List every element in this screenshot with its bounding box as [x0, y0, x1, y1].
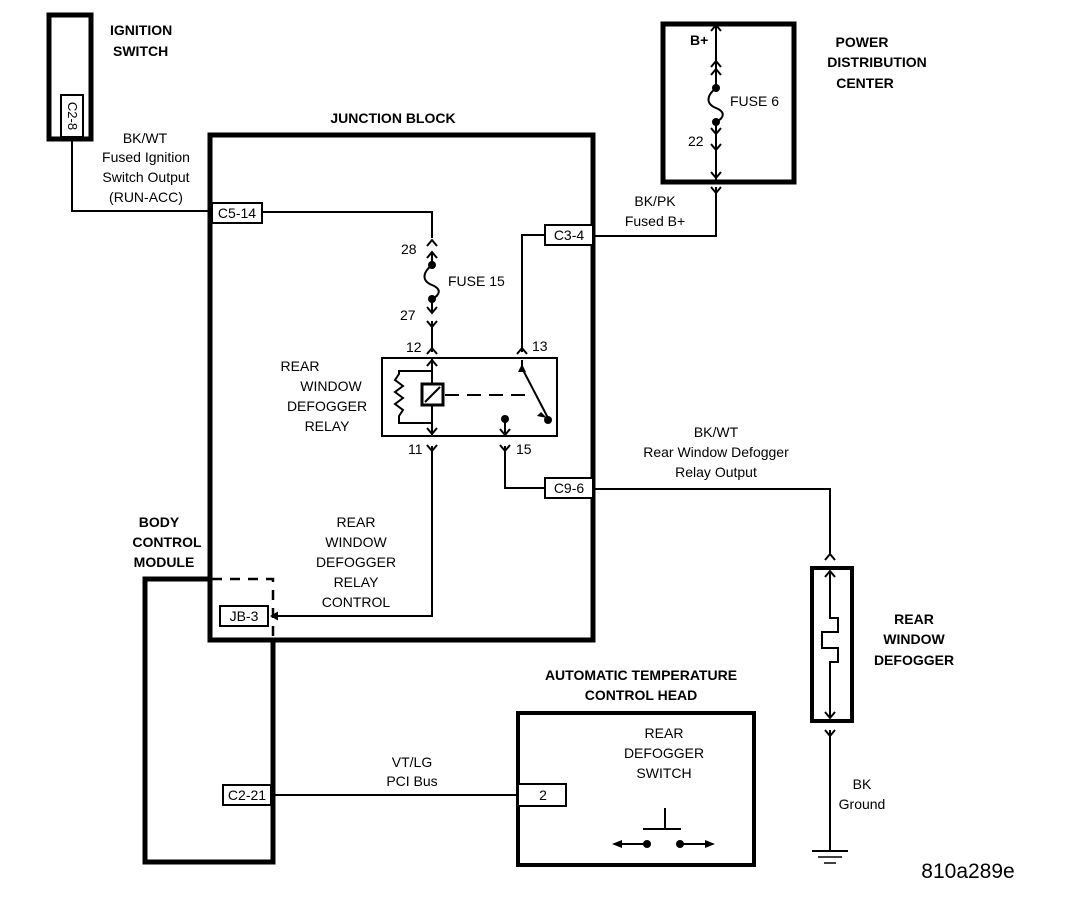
switch-label-1: REAR [645, 725, 684, 741]
atc-control-head: AUTOMATIC TEMPERATURE CONTROL HEAD 2 REA… [516, 667, 756, 867]
connector-c5-14-label: C5-14 [218, 205, 256, 221]
bcm-box [142, 576, 276, 865]
relay-pin-12: 12 [406, 339, 422, 355]
defogger-title-3: DEFOGGER [874, 652, 954, 668]
rear-defogger-switch-symbol [612, 808, 715, 848]
ignition-wire: BK/WT Fused Ignition Switch Output (RUN-… [71, 130, 210, 212]
pdc-title-3: CENTER [836, 75, 894, 91]
wire-pci-color: VT/LG [392, 754, 432, 770]
atc-title-1: AUTOMATIC TEMPERATURE [545, 667, 737, 683]
relay-label-1: REAR [281, 358, 320, 374]
connector-c2-21-label: C2-21 [228, 787, 266, 803]
wire-ignition-color: BK/WT [123, 130, 168, 146]
wire-ignition-desc-1: Fused Ignition [102, 149, 190, 165]
connector-c2-8-label: C2-8 [65, 102, 80, 130]
connector-c2-21 [222, 784, 272, 806]
body-control-module: BODY CONTROL MODULE JB-3 C2-21 [132, 514, 276, 865]
switch-label-3: SWITCH [636, 765, 691, 781]
wire-ground-color: BK [853, 776, 872, 792]
relay-switch-contact [544, 416, 552, 424]
relay-label-4: RELAY [305, 418, 351, 434]
defogger-title-2: WINDOW [883, 631, 945, 647]
connector-atc-2-label: 2 [539, 787, 547, 803]
fuse-15-symbol [423, 264, 440, 300]
control-label-3: DEFOGGER [316, 554, 396, 570]
relay-output-wire: BK/WT Rear Window Defogger Relay Output [593, 424, 836, 561]
battery-wire: BK/PK Fused B+ [594, 186, 722, 237]
pdc-title-2: DISTRIBUTION [827, 54, 927, 70]
control-label-2: WINDOW [325, 534, 387, 550]
defogger-box [810, 566, 854, 723]
wire-battery-desc: Fused B+ [625, 213, 685, 229]
relay-resistor [393, 370, 432, 424]
relay-pin-15: 15 [516, 441, 532, 457]
rear-window-defogger-relay: 12 13 REAR WINDOW DEFOGGER RELAY 11 [281, 338, 558, 457]
defogger-grid-symbol [821, 571, 839, 718]
wire-pci-desc: PCI Bus [386, 773, 437, 789]
ground-wire: BK Ground [812, 729, 886, 864]
rear-window-defogger: REAR WINDOW DEFOGGER [810, 566, 954, 723]
control-label-5: CONTROL [322, 594, 391, 610]
wire-output-color: BK/WT [694, 424, 739, 440]
control-label-1: REAR [337, 514, 376, 530]
bcm-title-1: BODY [139, 514, 180, 530]
fuse-15-pin-28: 28 [401, 241, 417, 257]
relay-pin-11: 11 [408, 441, 423, 457]
relay-box [381, 357, 558, 437]
junction-block-box [207, 132, 596, 643]
ignition-switch-title-2: SWITCH [113, 43, 168, 59]
fuse-15-pin-27: 27 [400, 307, 416, 323]
wire-battery-color: BK/PK [634, 193, 676, 209]
wire-ignition-desc-2: Switch Output [102, 169, 189, 185]
wire-output-desc-2: Relay Output [675, 464, 757, 480]
connector-c3-4-label: C3-4 [554, 227, 585, 243]
junction-block: JUNCTION BLOCK C5-14 28 27 FUSE 15 C3-4 … [207, 110, 596, 643]
pdc-pin-22: 22 [688, 133, 704, 149]
ignition-switch-title-1: IGNITION [110, 22, 172, 38]
fuse-6-symbol [707, 87, 724, 123]
switch-label-2: DEFOGGER [624, 745, 704, 761]
atc-title-2: CONTROL HEAD [585, 687, 698, 703]
pdc-box [660, 21, 797, 185]
pdc-title-1: POWER [836, 34, 889, 50]
junction-block-title: JUNCTION BLOCK [330, 110, 455, 126]
connector-jb-3 [219, 605, 269, 627]
relay-label-3: DEFOGGER [287, 398, 367, 414]
defogger-title-1: REAR [894, 611, 934, 627]
ignition-switch: C2-8 IGNITION SWITCH [46, 12, 172, 142]
relay-label-2: WINDOW [300, 378, 362, 394]
wire-ignition-desc-3: (RUN-ACC) [109, 189, 183, 205]
control-label-4: RELAY [334, 574, 380, 590]
figure-id: 810a289e [921, 860, 1014, 883]
connector-atc-2 [517, 783, 567, 807]
connector-c2-8 [60, 94, 84, 138]
fuse-15-label: FUSE 15 [448, 273, 505, 289]
bcm-title-2: CONTROL [132, 534, 202, 550]
wire-ground-desc: Ground [839, 796, 886, 812]
bcm-title-3: MODULE [134, 554, 195, 570]
ground-icon [812, 850, 848, 864]
relay-pin-13: 13 [532, 338, 548, 354]
ignition-switch-box [46, 12, 94, 142]
power-distribution-center: B+ FUSE 6 22 POWER DISTRIBUTION CENTER [660, 21, 927, 185]
pci-bus-wire: VT/LG PCI Bus [273, 754, 518, 796]
fuse-6-label: FUSE 6 [730, 93, 779, 109]
connector-jb-3-label: JB-3 [230, 608, 259, 624]
pdc-supply-label: B+ [690, 32, 708, 48]
connector-c9-6-label: C9-6 [554, 480, 585, 496]
wire-output-desc-1: Rear Window Defogger [643, 444, 789, 460]
